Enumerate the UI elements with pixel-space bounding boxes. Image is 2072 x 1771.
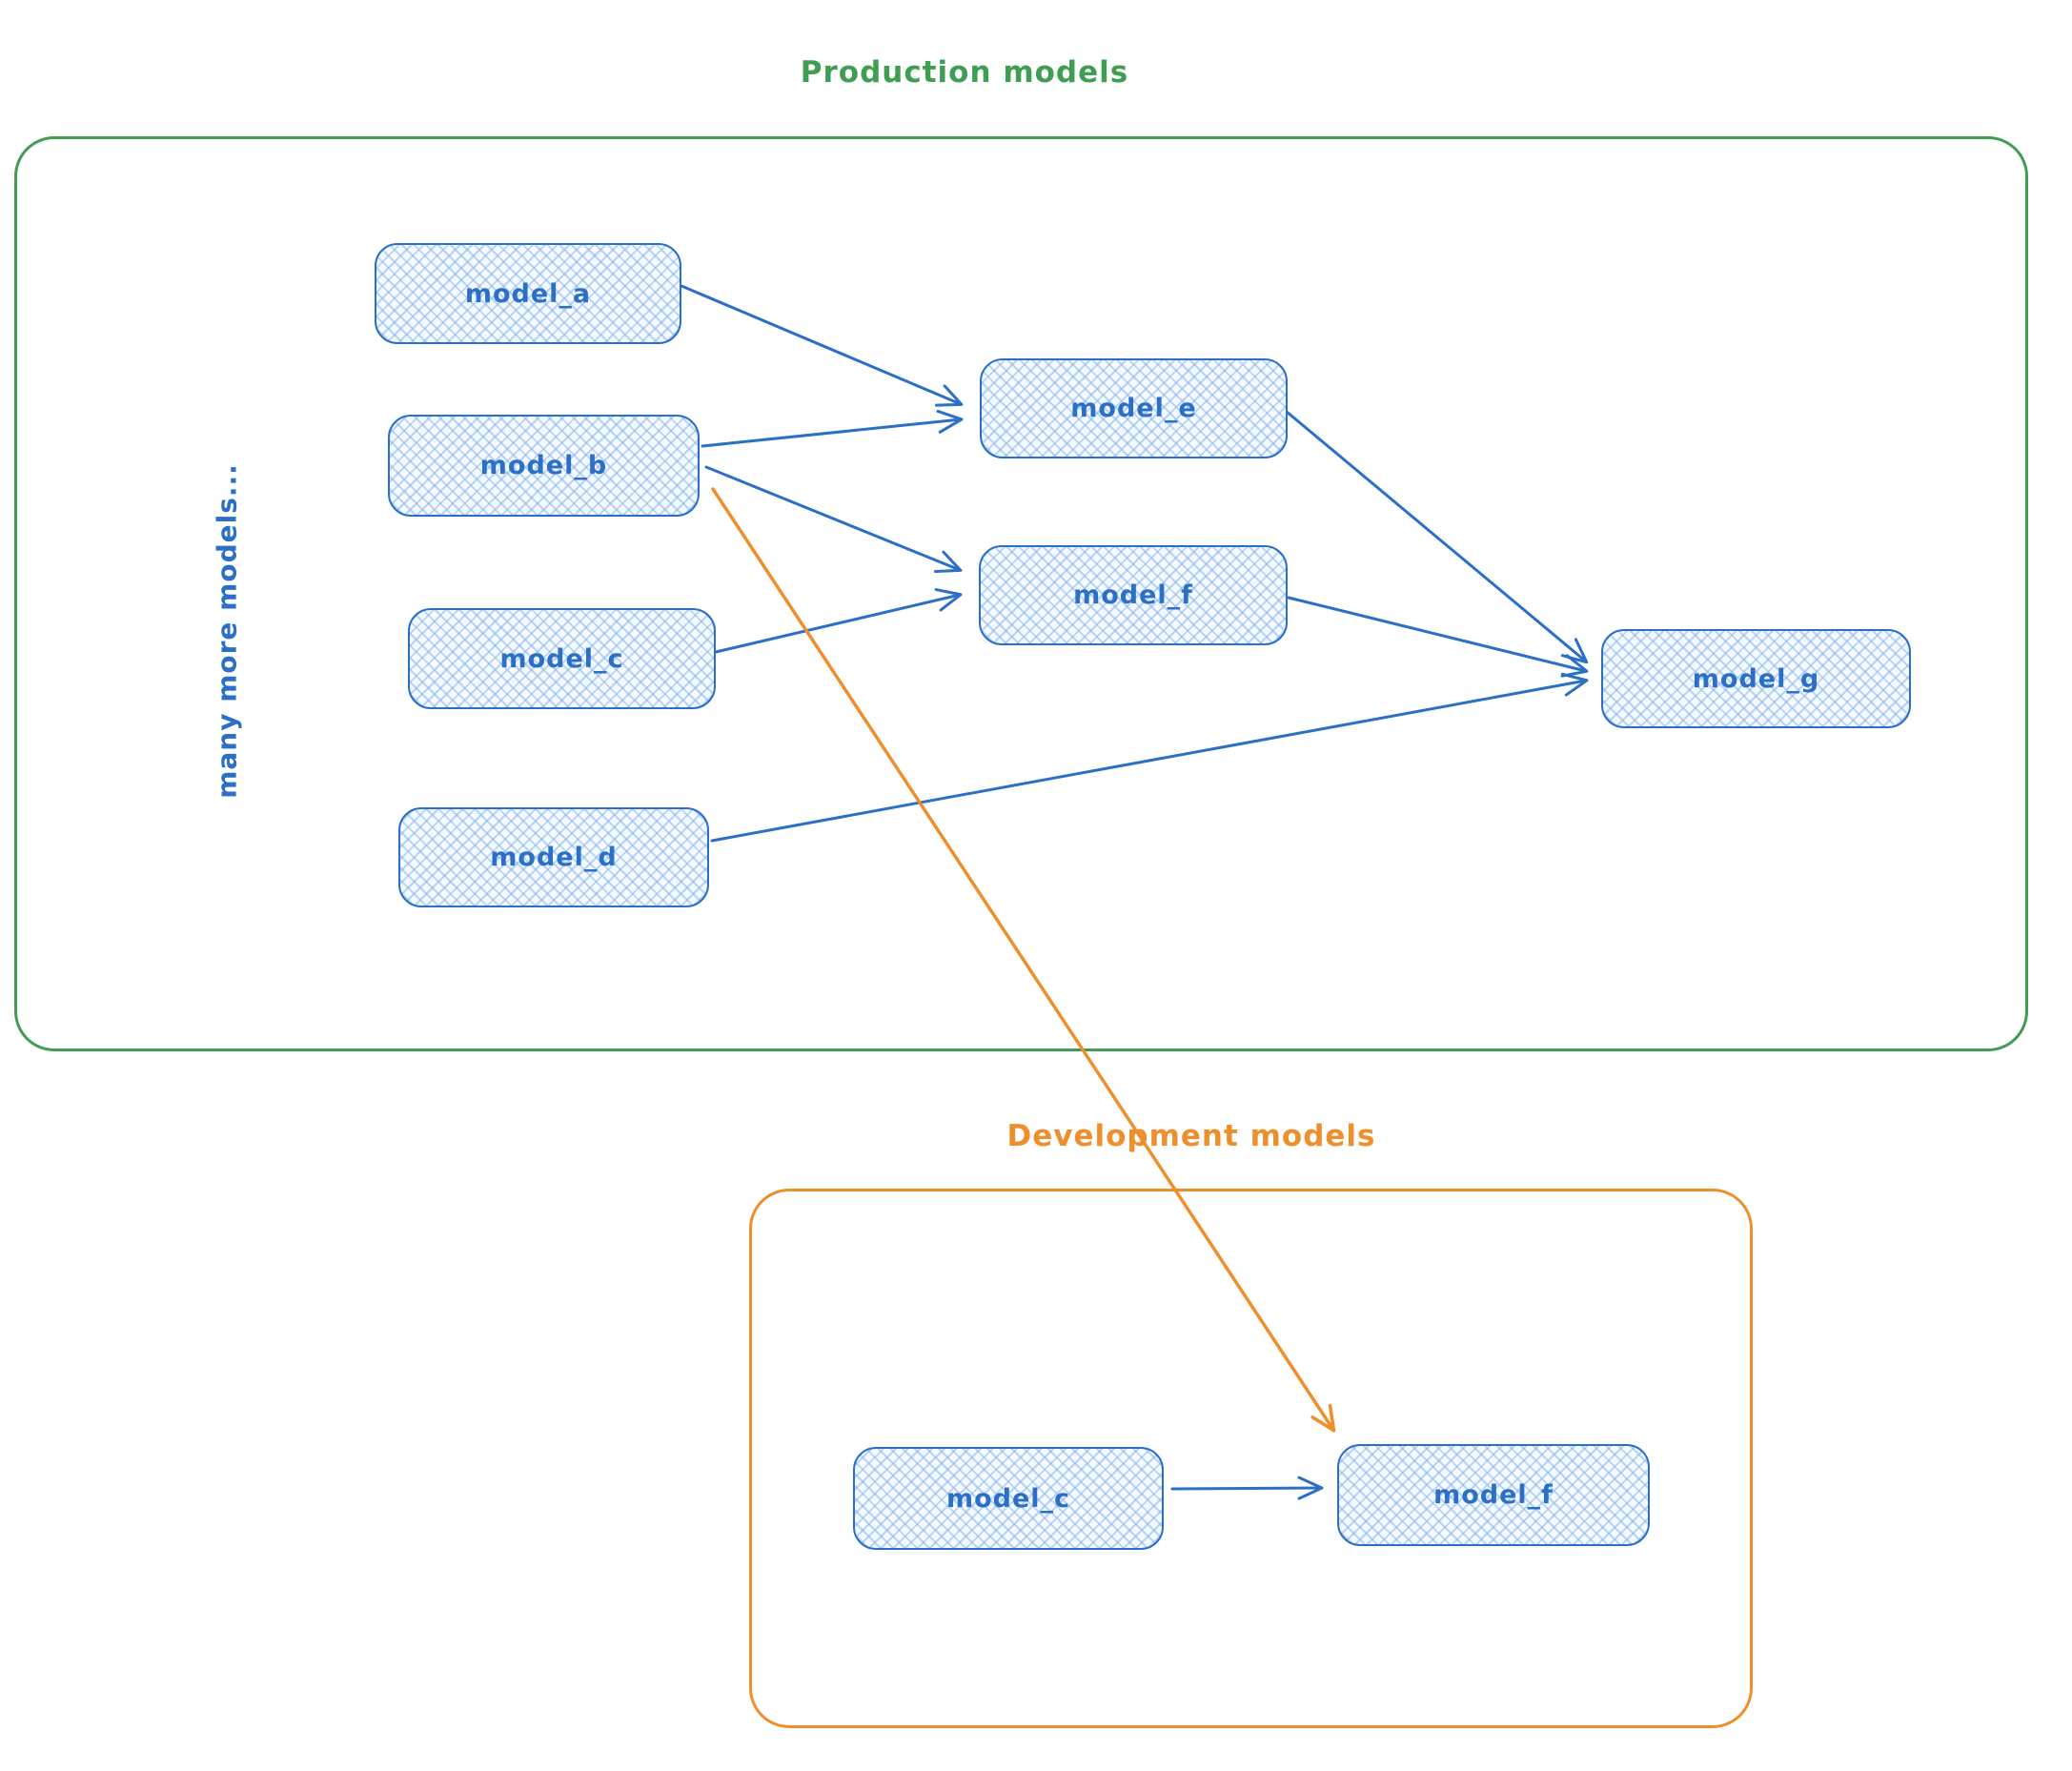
node-model-b: model_b (388, 415, 700, 517)
node-model-e: model_e (980, 358, 1288, 458)
node-dev-model-c: model_c (853, 1447, 1164, 1550)
node-model-a-label: model_a (464, 278, 592, 309)
node-dev-model-f: model_f (1337, 1444, 1650, 1546)
many-more-models-label: many more models... (211, 463, 243, 799)
development-section-title: Development models (1006, 1119, 1376, 1153)
node-model-g-label: model_g (1692, 663, 1820, 694)
node-model-f: model_f (979, 545, 1288, 645)
node-model-c-label: model_c (499, 643, 624, 674)
node-model-d-label: model_d (490, 843, 618, 872)
node-model-g: model_g (1601, 629, 1911, 728)
node-model-d: model_d (398, 807, 709, 907)
node-model-f-label: model_f (1073, 580, 1193, 610)
node-dev-model-f-label: model_f (1433, 1480, 1554, 1510)
node-model-e-label: model_e (1070, 394, 1197, 423)
node-model-b-label: model_b (479, 451, 608, 480)
node-model-a: model_a (375, 243, 681, 344)
production-section-title: Production models (800, 55, 1129, 90)
node-dev-model-c-label: model_c (945, 1483, 1071, 1514)
node-model-c: model_c (408, 608, 716, 709)
